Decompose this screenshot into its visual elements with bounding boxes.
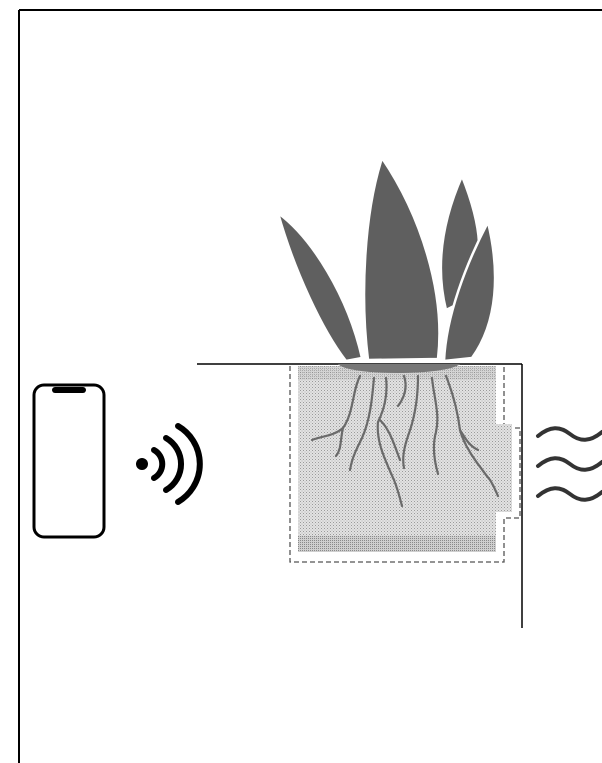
smartphone-icon	[34, 385, 104, 537]
succulent-plant-icon	[278, 158, 495, 361]
heat-wave-icon	[538, 428, 602, 500]
leaf-1	[278, 213, 362, 361]
leaf-4	[364, 158, 439, 360]
wifi-signal-icon	[136, 426, 200, 502]
